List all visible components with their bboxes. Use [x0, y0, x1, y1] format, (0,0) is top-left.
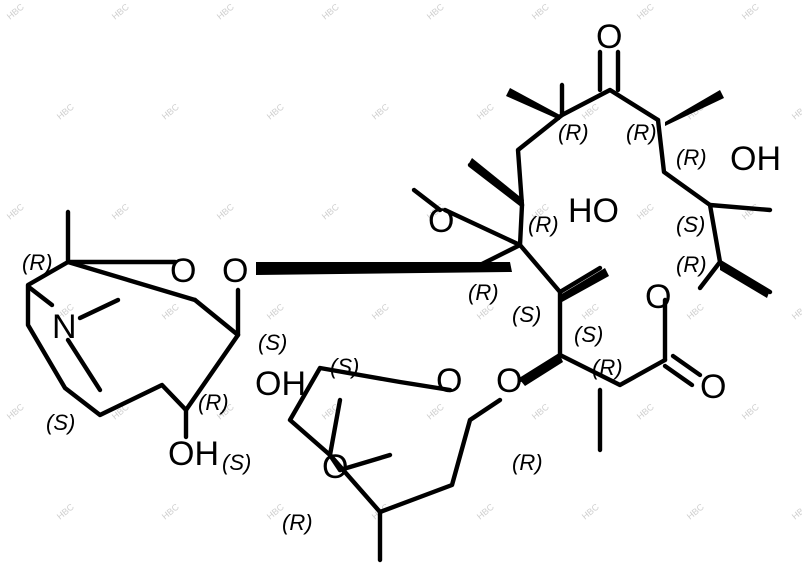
watermark-text: HBC	[320, 1, 341, 21]
atom-glyco-o-left: O	[222, 252, 248, 290]
watermark-text: HBC	[635, 401, 656, 421]
watermark-text: HBC	[635, 1, 656, 21]
watermark-text: HBC	[580, 301, 601, 321]
atom-methoxy-o-lower: O	[322, 448, 348, 486]
atom-glyco-o-lower: O	[496, 362, 522, 400]
atom-oh-top: OH	[730, 140, 781, 178]
atom-oh-left: OH	[168, 435, 219, 473]
stereo-label: (S)	[222, 450, 251, 475]
watermark-text: HBC	[790, 301, 802, 321]
stereo-label: (S)	[258, 330, 287, 355]
watermark-text: HBC	[5, 401, 26, 421]
watermark-text: HBC	[160, 501, 181, 521]
stereo-label: (R)	[22, 250, 53, 275]
watermark-text: HBC	[635, 201, 656, 221]
watermark-text: HBC	[740, 1, 761, 21]
watermark-text: HBC	[110, 1, 131, 21]
watermark-text: HBC	[265, 101, 286, 121]
watermark-text: HBC	[370, 101, 391, 121]
stereo-label: (R)	[592, 355, 623, 380]
stereo-label: (S)	[574, 322, 603, 347]
stereo-label: (R)	[626, 120, 657, 145]
watermark-text: HBC	[110, 201, 131, 221]
watermark-text: HBC	[790, 101, 802, 121]
wedge-bonds	[256, 88, 770, 386]
watermark-text: HBC	[790, 501, 802, 521]
stereo-label: (S)	[512, 302, 541, 327]
stereo-label: (R)	[512, 450, 543, 475]
stereo-label: (S)	[46, 410, 75, 435]
watermark-text: HBC	[55, 101, 76, 121]
atom-lactone-o: O	[645, 278, 671, 316]
watermark-text: HBC	[685, 501, 706, 521]
watermark-text: HBC	[265, 301, 286, 321]
watermark-text: HBC	[320, 201, 341, 221]
atom-ho: HO	[568, 192, 619, 230]
watermark-text: HBC	[55, 501, 76, 521]
stereo-label: (R)	[282, 510, 313, 535]
watermark-text: HBC	[530, 1, 551, 21]
watermark-text: HBC	[580, 501, 601, 521]
atom-carbonyl-o: O	[700, 368, 726, 406]
watermark-text: HBC	[685, 301, 706, 321]
watermark-text: HBC	[475, 501, 496, 521]
stereo-label: (R)	[676, 252, 707, 277]
atom-n: N	[52, 308, 77, 346]
stereo-label: (R)	[528, 212, 559, 237]
watermark-text: HBC	[5, 201, 26, 221]
atom-oh-lower: OH	[255, 365, 306, 403]
stereo-label: (R)	[468, 280, 499, 305]
watermark-text: HBC	[5, 1, 26, 21]
stereo-label: (R)	[558, 120, 589, 145]
atom-labels: O OH HO O O O O N O OH O O OH O	[52, 18, 781, 486]
watermark-text: HBC	[425, 401, 446, 421]
watermark-text: HBC	[740, 201, 761, 221]
watermark-text: HBC	[160, 301, 181, 321]
watermark-text: HBC	[475, 101, 496, 121]
atom-ring-o-left: O	[170, 252, 196, 290]
watermark-text: HBC	[740, 401, 761, 421]
watermark-text: HBC	[530, 401, 551, 421]
watermark-text: HBC	[160, 101, 181, 121]
atom-ketone-o: O	[596, 18, 622, 56]
watermark-text: HBC	[215, 201, 236, 221]
stereo-label: (R)	[676, 145, 707, 170]
bond-lines	[25, 49, 773, 563]
stereo-label: (S)	[676, 212, 705, 237]
watermark-text: HBC	[215, 1, 236, 21]
watermark-text: HBC	[370, 301, 391, 321]
stereo-label: (R)	[198, 390, 229, 415]
atom-methoxy-o: O	[428, 202, 454, 240]
stereo-labels: (R) (R) (R) (R) (S) (R) (R) (R) (S) (S) …	[22, 120, 707, 535]
atom-ring-o-lower: O	[436, 362, 462, 400]
stereo-label: (S)	[330, 354, 359, 379]
watermark-text: HBC	[425, 1, 446, 21]
